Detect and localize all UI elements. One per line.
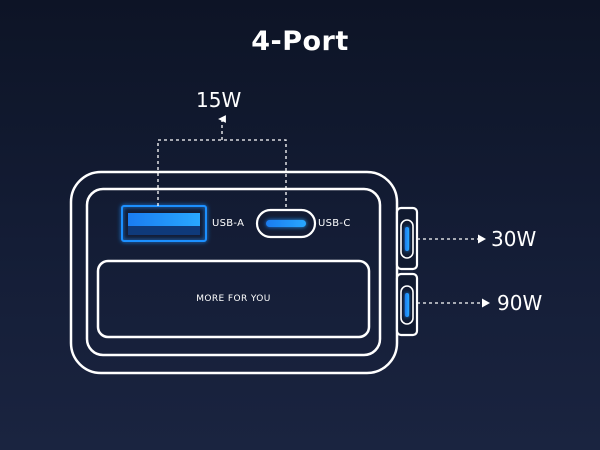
output-side-upper-label: 30W	[491, 227, 537, 251]
charger-body	[69, 170, 399, 375]
display-panel-text: MORE FOR YOU	[196, 294, 271, 304]
page-title: 4-Port	[251, 26, 349, 57]
output-top-label: 15W	[196, 88, 242, 112]
display-panel	[96, 259, 371, 339]
side-lower-output-arrow	[417, 298, 490, 308]
side-usb-c-port-upper-icon	[400, 219, 414, 259]
side-upper-output-arrow	[417, 234, 486, 244]
charger-front-frame	[85, 187, 382, 357]
output-side-lower-label: 90W	[497, 291, 543, 315]
side-usb-c-port-lower-icon	[400, 285, 414, 325]
usb-a-label: USB-A	[212, 218, 245, 229]
usb-c-port-icon	[255, 208, 317, 239]
shared-output-connector	[157, 115, 287, 210]
usb-c-label: USB-C	[318, 218, 351, 229]
usb-a-port-icon	[121, 205, 207, 242]
